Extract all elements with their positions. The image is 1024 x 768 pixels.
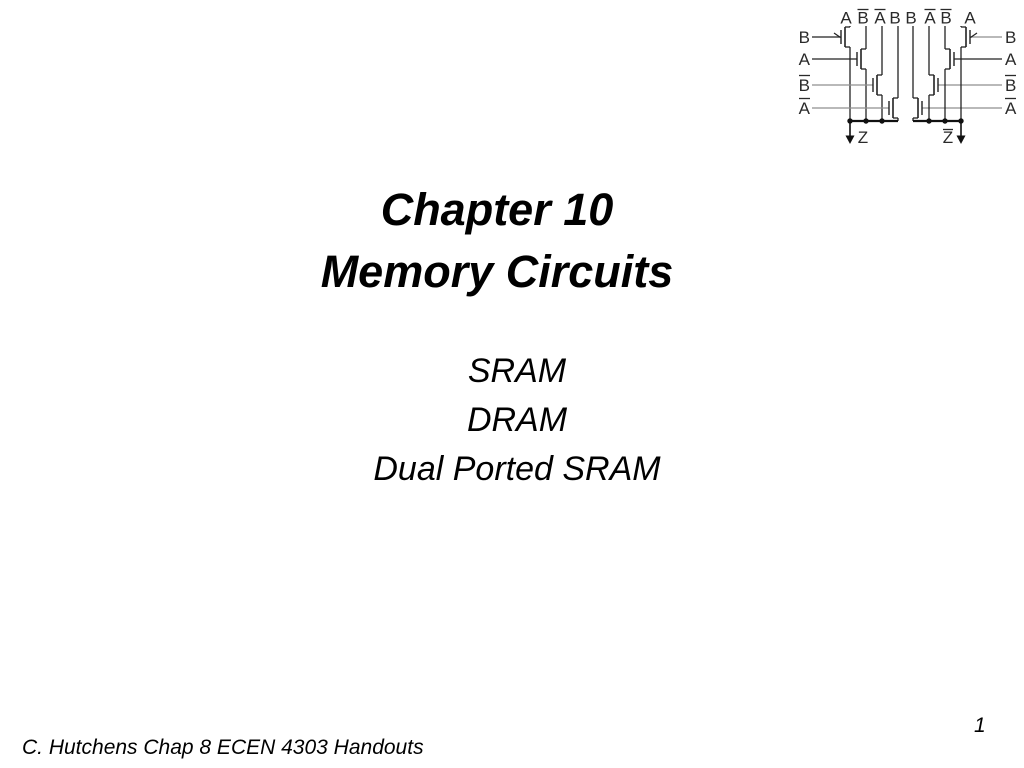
footer-text: C. Hutchens Chap 8 ECEN 4303 Handouts bbox=[22, 736, 424, 759]
circuit-top-label: B bbox=[857, 9, 868, 28]
circuit-right-label: A bbox=[1005, 99, 1017, 118]
circuit-right-label: A bbox=[1005, 50, 1017, 69]
circuit-left-label: A bbox=[799, 50, 811, 69]
subtitle-line-sram: SRAM bbox=[467, 352, 567, 390]
title-line-1: Chapter 10 bbox=[380, 184, 614, 235]
circuit-right-label: B bbox=[1005, 76, 1016, 95]
circuit-top-label: A bbox=[840, 9, 852, 28]
circuit-left-label: B bbox=[799, 76, 810, 95]
circuit-left-label: A bbox=[799, 99, 811, 118]
circuit-top-label: A bbox=[964, 9, 976, 28]
circuit-top-label: A bbox=[874, 9, 886, 28]
circuit-right-label: B bbox=[1005, 28, 1016, 47]
circuit-left-label: B bbox=[799, 28, 810, 47]
circuit-top-label: B bbox=[889, 9, 900, 28]
slide-title: Chapter 10 Memory Circuits bbox=[321, 179, 674, 303]
subtitle-line-dram: DRAM bbox=[466, 401, 568, 439]
circuit-top-label: B bbox=[940, 9, 951, 28]
page-number: 1 bbox=[974, 714, 986, 737]
title-line-2: Memory Circuits bbox=[320, 246, 674, 297]
circuit-output-label-zbar: Z bbox=[943, 128, 953, 147]
circuit-output-label-z: Z bbox=[858, 128, 868, 147]
circuit-top-label: B bbox=[905, 9, 916, 28]
circuit-top-label: A bbox=[924, 9, 936, 28]
slide-subtitle: SRAM DRAM Dual Ported SRAM bbox=[373, 347, 660, 494]
subtitle-line-dual-ported-sram: Dual Ported SRAM bbox=[373, 450, 661, 488]
